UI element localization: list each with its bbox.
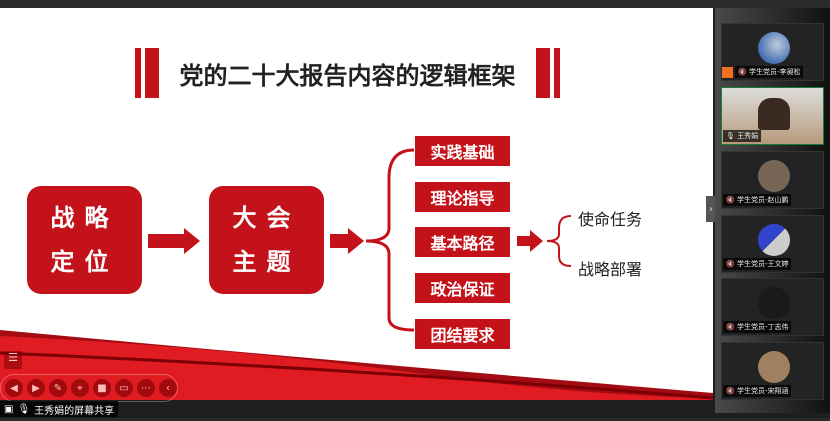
arrow-icon (348, 228, 364, 254)
avatar (758, 224, 790, 256)
output-text: 使命任务 (578, 210, 643, 229)
video-feed (758, 98, 790, 130)
slide-title-text: 党的二十大报告内容的逻辑框架 (179, 61, 516, 90)
participant-tile[interactable]: 🔇 学生党员-宋翔涵 (721, 342, 824, 400)
avatar (758, 287, 790, 319)
participant-panel: 🔇 学生党员-李昶松 🎙 王秀娟 🔇 学生党员-赵山鹏 🔇 学生党员-王文婷 🔇… (715, 8, 830, 413)
collapse-icon[interactable]: ‹ (159, 379, 177, 397)
red-wave-decoration (0, 330, 713, 400)
pen-icon[interactable]: ✎ (49, 379, 67, 397)
participant-tile[interactable]: 🎙 王秀娟 (721, 87, 824, 145)
item-box: 基本路径 (415, 227, 510, 257)
participant-tile[interactable]: 🔇 学生党员-李昶松 (721, 23, 824, 81)
bottom-bar (0, 418, 830, 421)
screen-share-icon: ▣ (4, 403, 14, 415)
next-icon[interactable]: ▶ (27, 379, 45, 397)
participant-name: 🔇 学生党员-丁志伟 (723, 321, 792, 333)
avatar (758, 351, 790, 383)
share-indicator: ▣🎙王秀娟的屏幕共享 (0, 401, 119, 417)
slide-title: 党的二十大报告内容的逻辑框架 (135, 48, 560, 98)
output-text: 战略部署 (578, 260, 643, 279)
participant-name: 🔇 学生党员-王文婷 (723, 258, 792, 270)
chat-icon[interactable]: ▭ (115, 379, 133, 397)
shared-slide: 党的二十大报告内容的逻辑框架 战略定位 大会主题 实践基础 理论指导 基本路径 … (0, 8, 713, 400)
item-box: 实践基础 (415, 136, 510, 166)
host-icon (722, 67, 733, 78)
item-box: 政治保证 (415, 273, 510, 303)
participant-tile[interactable]: 🔇 学生党员-赵山鹏 (721, 151, 824, 209)
participant-tile[interactable]: 🔇 学生党员-丁志伟 (721, 278, 824, 336)
top-border (0, 0, 830, 8)
arrow-icon (530, 230, 543, 252)
bracket-icon (546, 215, 572, 267)
mic-icon: 🎙 (17, 403, 31, 415)
bracket-icon (365, 148, 415, 332)
collapse-panel-button[interactable]: › (706, 196, 716, 222)
participant-name: 🔇 学生党员-宋翔涵 (723, 385, 792, 397)
item-box: 理论指导 (415, 182, 510, 212)
more-icon[interactable]: ⋯ (137, 379, 155, 397)
box-strategic-position: 战略定位 (27, 186, 142, 294)
participant-name: 🔇 学生党员-李昶松 (735, 66, 804, 78)
box-theme: 大会主题 (209, 186, 324, 294)
item-box: 团结要求 (415, 319, 510, 349)
screenshot-icon[interactable]: ⌖ (71, 379, 89, 397)
participant-name: 🎙 王秀娟 (723, 130, 762, 142)
participant-tile[interactable]: 🔇 学生党员-王文婷 (721, 215, 824, 273)
menu-icon[interactable]: ☰ (4, 351, 22, 369)
avatar (758, 32, 790, 64)
presentation-toolbar: ◀ ▶ ✎ ⌖ ■ ▭ ⋯ ‹ (0, 374, 178, 402)
avatar (758, 160, 790, 192)
share-label: 王秀娟的屏幕共享 (34, 405, 115, 417)
participant-name: 🔇 学生党员-赵山鹏 (723, 194, 792, 206)
prev-icon[interactable]: ◀ (5, 379, 23, 397)
camera-icon[interactable]: ■ (93, 379, 111, 397)
arrow-icon (184, 228, 200, 254)
